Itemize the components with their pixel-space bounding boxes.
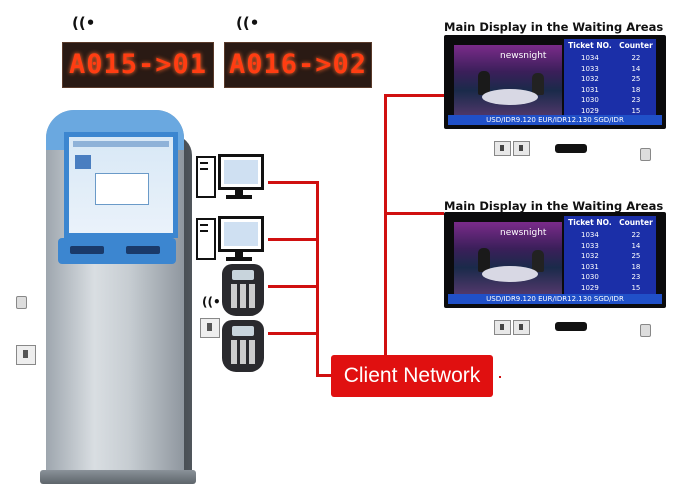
wifi-signal-icon: ((• bbox=[72, 14, 96, 32]
wifi-signal-icon: ((• bbox=[202, 295, 221, 309]
led-sign-2: A016->02 bbox=[224, 42, 372, 88]
tv-video-feed: newsnight bbox=[454, 222, 562, 298]
power-plug-icon bbox=[640, 324, 651, 337]
power-socket-icon bbox=[494, 141, 532, 160]
currency-ticker: USD/IDR9.120 EUR/IDR12.130 SGD/IDR bbox=[448, 115, 662, 125]
display-title: Main Display in the Waiting Areas bbox=[444, 199, 664, 213]
display-title: Main Display in the Waiting Areas bbox=[444, 20, 664, 34]
tv-video-feed: newsnight bbox=[454, 45, 562, 121]
power-socket-icon bbox=[200, 318, 220, 338]
client-network-label: Client Network bbox=[331, 355, 493, 397]
keypad-icon bbox=[222, 264, 264, 316]
power-socket-icon bbox=[494, 320, 532, 339]
set-top-box-icon bbox=[555, 322, 587, 331]
currency-ticker: USD/IDR9.120 EUR/IDR12.130 SGD/IDR bbox=[448, 294, 662, 304]
kiosk-ticket-panel bbox=[58, 238, 176, 264]
dot-marker bbox=[499, 376, 501, 378]
kiosk-screen bbox=[64, 132, 178, 238]
power-plug-icon bbox=[16, 296, 27, 309]
power-plug-icon bbox=[640, 148, 651, 161]
led-sign-1: A015->01 bbox=[62, 42, 214, 88]
keypad-icon bbox=[222, 320, 264, 372]
set-top-box-icon bbox=[555, 144, 587, 153]
power-socket-icon bbox=[16, 345, 36, 365]
wifi-signal-icon: ((• bbox=[236, 14, 260, 32]
